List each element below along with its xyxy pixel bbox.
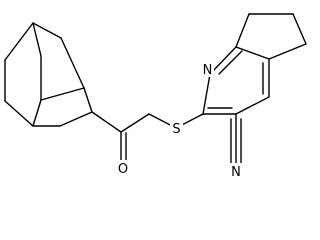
molecule-structure: N S O N [4, 13, 307, 180]
atom-label-o: O [118, 162, 128, 177]
bond [40, 87, 85, 101]
adamantane-cage [4, 22, 93, 127]
bond [209, 46, 237, 75]
atom-s: S [170, 120, 183, 137]
bond [32, 99, 42, 127]
bond [292, 13, 307, 45]
bond [32, 22, 42, 57]
atom-label-s: S [172, 122, 180, 137]
atom-label-n-ring: N [203, 63, 213, 78]
atom-label-background [229, 163, 243, 179]
bond [83, 87, 93, 113]
bond [235, 46, 270, 60]
atom-o: O [116, 160, 130, 177]
bond [4, 22, 34, 61]
atom-n-ring: N [201, 61, 214, 78]
bond [60, 37, 85, 89]
cyclopentane-ring [235, 13, 307, 60]
nitrile-group [230, 113, 242, 166]
bond [268, 43, 307, 60]
atom-n-nitrile: N [229, 163, 243, 180]
bond [59, 111, 93, 127]
bond [235, 13, 250, 48]
atom-label-n-nitrile: N [231, 165, 241, 180]
bond [202, 73, 211, 115]
bond [91, 111, 122, 133]
bond [218, 50, 243, 75]
bond [235, 96, 270, 115]
bond [32, 22, 62, 39]
bond [4, 100, 34, 127]
bond [120, 113, 150, 133]
atom-label-background [201, 61, 214, 77]
pyridine-ring [202, 46, 270, 115]
atom-label-background [170, 120, 183, 136]
ketone-linker [91, 111, 204, 162]
atom-label-background [116, 160, 130, 176]
